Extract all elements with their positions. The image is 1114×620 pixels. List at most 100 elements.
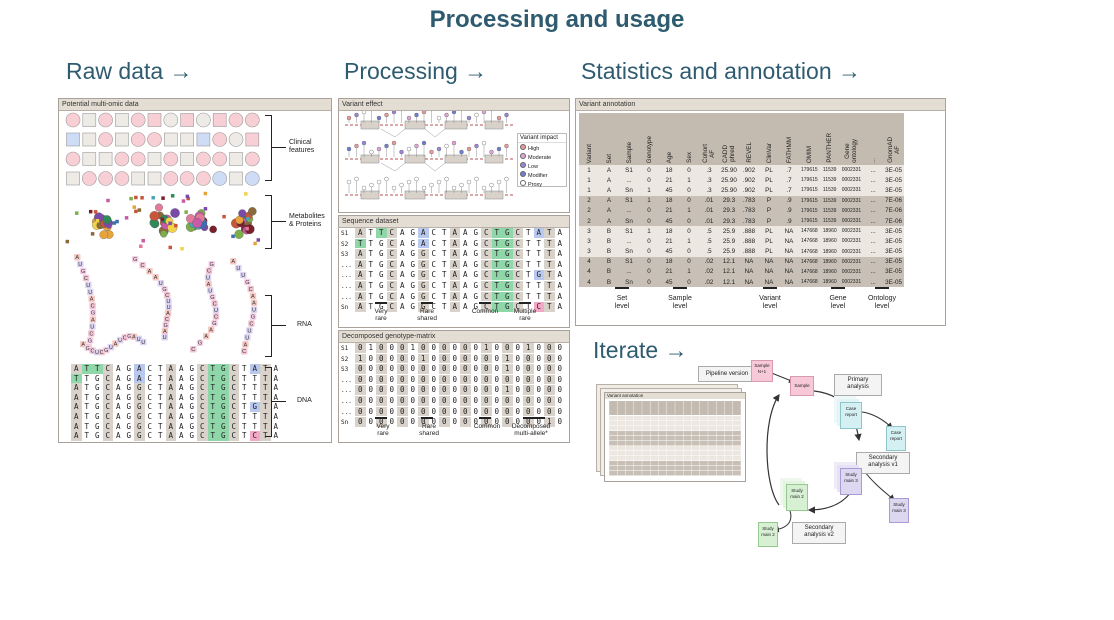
base-cell: A — [115, 421, 121, 431]
base-cell: A — [418, 228, 429, 238]
variant-effect-title: Variant effect — [339, 99, 569, 111]
mark-label: Rare shared — [417, 308, 437, 322]
base-cell: A — [449, 249, 460, 259]
metabolite-square — [112, 221, 117, 225]
annotation-cell: 0002331 — [839, 185, 864, 196]
base-cell: A — [449, 228, 460, 238]
base-cell: A — [462, 270, 468, 280]
primary-analysis-box: Primary analysis — [834, 374, 882, 396]
rna-base — [244, 334, 251, 341]
clinical-square — [180, 132, 194, 147]
clinical-circle — [228, 132, 244, 147]
protein-blob — [99, 230, 109, 240]
variant-lollipop — [361, 185, 367, 191]
genotype-cell: 1 — [502, 353, 513, 364]
annotation-cell: 11539 — [819, 195, 840, 206]
base-cell: T — [441, 259, 447, 269]
rna-strands-art: AUGCUUACGAUCGAAGCUCGUAUCGAUUGCAAUGCUUACG… — [74, 254, 258, 356]
annotation-cell: NA — [779, 256, 799, 267]
base-cell: G — [134, 392, 145, 403]
annotation-cell: .9 — [779, 215, 799, 227]
genotype-cell: 1 — [544, 417, 555, 427]
clinical-circle — [98, 112, 113, 128]
clinical-circle — [163, 151, 179, 167]
base-cell: T — [491, 259, 502, 270]
genotype-cell: 1 — [418, 353, 429, 364]
annotation-cell: NA — [779, 246, 799, 257]
rna-base-letter: U — [167, 305, 171, 311]
legend-label: Modifier — [528, 173, 548, 179]
genotype-cell: 0 — [368, 385, 373, 395]
base-cell: A — [557, 302, 562, 312]
column-head-stats: Statistics and annotation → — [581, 58, 861, 84]
base-cell: G — [410, 249, 415, 259]
base-cell: C — [147, 402, 152, 412]
annotation-cell: ... — [863, 226, 884, 237]
genotype-cell: 0 — [355, 374, 366, 385]
base-cell: C — [197, 364, 208, 374]
rna-base — [209, 293, 216, 301]
annotation-cell: 45 — [659, 277, 679, 288]
metabolite-square — [134, 195, 138, 200]
base-cell: A — [249, 364, 260, 374]
genotype-cell: 0 — [397, 374, 408, 385]
rna-base-letter: A — [244, 342, 248, 348]
base-cell: A — [449, 280, 460, 291]
annotation-cell: PL — [759, 175, 779, 186]
clinical-circle — [130, 151, 146, 167]
variant-lollipop — [481, 111, 487, 115]
base-cell: C — [147, 431, 152, 441]
genotype-cell: 0 — [376, 343, 387, 353]
base-cell: T — [84, 421, 89, 431]
annotation-cell: 1 — [579, 165, 599, 176]
legend-title: Variant impact — [518, 134, 566, 143]
metabolite-square — [95, 219, 100, 223]
base-cell: A — [557, 270, 562, 280]
annotation-cell: .02 — [699, 256, 719, 267]
genotype-cell: 1 — [368, 343, 373, 352]
rna-base — [157, 280, 165, 287]
metabolite-square — [115, 219, 119, 224]
base-cell: C — [102, 373, 113, 384]
metabolite-square — [88, 209, 93, 214]
rna-base-letter: C — [141, 263, 145, 269]
exon-box — [444, 120, 468, 130]
base-cell: A — [115, 373, 121, 383]
rna-base — [206, 287, 214, 294]
genotype-cell: 0 — [515, 406, 520, 416]
annotation-cell: NA — [739, 266, 759, 278]
genotype-cell: 0 — [452, 353, 457, 363]
rna-base-letter: G — [210, 262, 214, 268]
rna-base — [208, 261, 215, 268]
base-cell: T — [241, 373, 247, 383]
clinical-circle — [130, 112, 146, 128]
annotation-cell: S1 — [619, 226, 639, 237]
base-cell: C — [197, 402, 208, 412]
annotation-cell: 0 — [639, 165, 659, 176]
clinical-square — [115, 113, 129, 127]
annotation-header: GnomAD AF — [883, 113, 904, 165]
clinical-circle — [179, 171, 195, 186]
annotation-cell: ... — [619, 175, 639, 186]
annotation-cell: 3E-05 — [883, 236, 904, 247]
base-cell: G — [410, 280, 415, 290]
genotype-cell: 1 — [523, 343, 534, 353]
base-cell: A — [115, 411, 121, 421]
annotation-header: OMIM — [799, 113, 820, 165]
base-cell: T — [368, 270, 373, 280]
rna-base — [132, 256, 139, 263]
exon-box — [444, 190, 468, 200]
metabolite-square — [129, 196, 133, 201]
annotation-cell: NA — [779, 277, 799, 288]
annotation-header: FATHMM — [779, 113, 799, 165]
rna-base-letter: C — [242, 349, 246, 355]
base-cell: A — [399, 259, 405, 269]
clinical-square — [180, 152, 194, 166]
annotation-cell: 147668 — [799, 266, 820, 278]
genotype-cell: 0 — [557, 353, 562, 363]
annotation-cell: .5 — [699, 246, 719, 257]
